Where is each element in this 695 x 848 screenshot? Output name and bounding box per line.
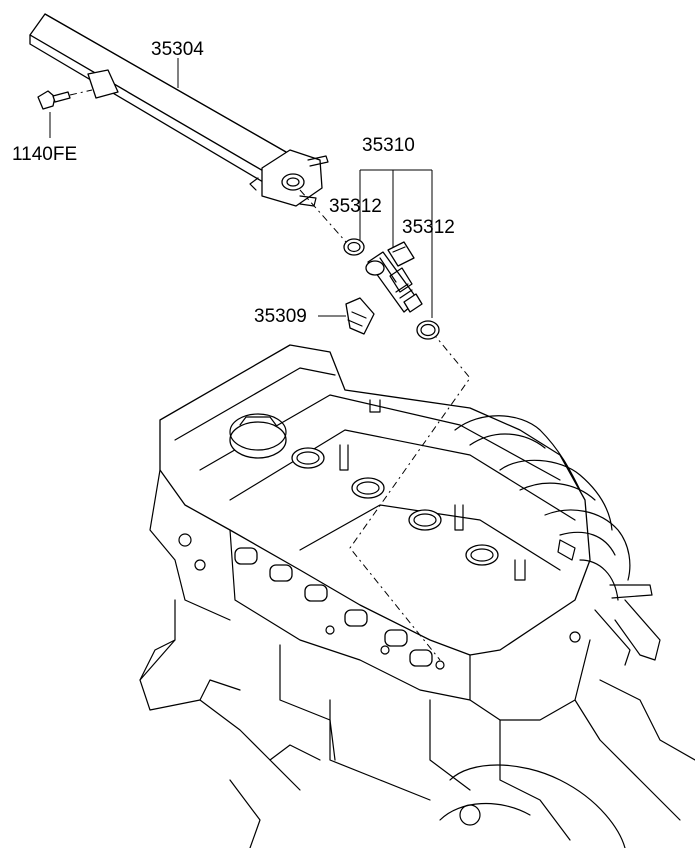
fuel-injector [365, 241, 423, 313]
oring-lower [416, 320, 440, 340]
rail-flange [249, 149, 329, 207]
plug-well-2 [351, 477, 385, 499]
label-oring-lower: 35312 [402, 217, 455, 238]
label-injector-assy: 35310 [362, 135, 415, 156]
plug-well-3 [408, 509, 442, 531]
intake-ports [178, 533, 581, 670]
label-clip: 35309 [254, 306, 307, 327]
assembly-centreline-lower [349, 331, 471, 661]
bolt-1140fe [37, 89, 93, 110]
leader-lines [49, 58, 433, 318]
assembly-centreline-upper [299, 189, 347, 243]
oil-filler-cap [229, 413, 287, 459]
engine-block [139, 344, 695, 848]
plug-well-1 [291, 447, 325, 469]
label-oring-upper: 35312 [329, 196, 382, 217]
label-rail: 35304 [151, 39, 204, 60]
oring-upper [343, 238, 365, 256]
plug-well-4 [465, 544, 499, 566]
fuel-rail [29, 13, 329, 207]
injector-clip [345, 297, 375, 335]
exhaust-manifold [454, 415, 661, 666]
label-bolt: 1140FE [12, 144, 77, 165]
